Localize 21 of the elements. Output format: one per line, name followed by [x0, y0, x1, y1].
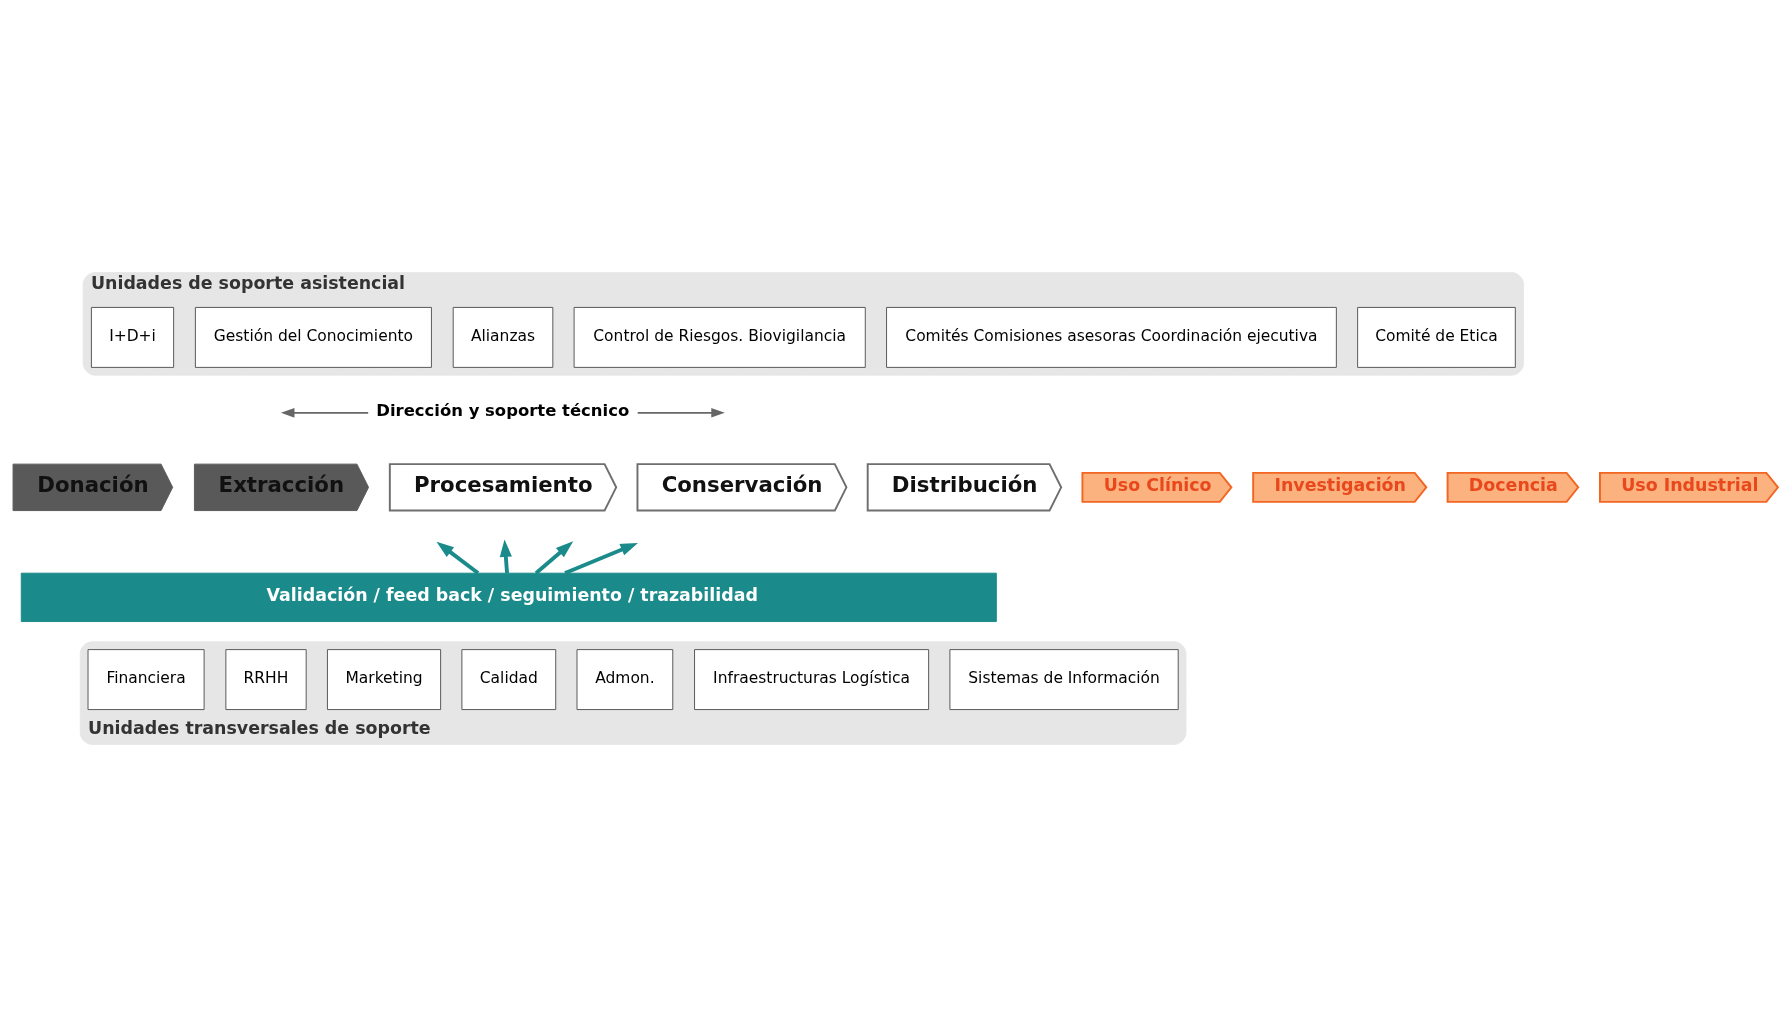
arrow	[564, 542, 638, 575]
node-box: Infraestructuras Logística	[694, 648, 930, 710]
node-box: I+D+i	[90, 306, 175, 368]
arrow	[499, 538, 512, 573]
arrow	[534, 540, 574, 575]
node-text: Dirección y soporte técnico	[376, 400, 630, 420]
node-box: Comités Comisiones asesoras Coordinación ejecutiva	[886, 306, 1337, 368]
node-box: Comité de Etica	[1357, 306, 1516, 368]
node-box: Alianzas	[452, 306, 554, 368]
node-box: Validación / feed back / seguimiento / trazabilidad	[20, 572, 997, 622]
node-box: Financiera	[87, 648, 205, 710]
node-box: Marketing	[326, 648, 442, 710]
node-box: RRHH	[225, 648, 307, 710]
node-box: Calidad	[461, 648, 557, 710]
node-box: Gestión del Conocimiento	[194, 306, 432, 368]
arrow	[280, 407, 370, 418]
node-box: Admon.	[576, 648, 674, 710]
node-box: Control de Riesgos. Biovigilancia	[573, 306, 866, 368]
arrow	[636, 407, 725, 418]
arrow	[436, 541, 480, 575]
node-box: Sistemas de Información	[949, 648, 1179, 710]
